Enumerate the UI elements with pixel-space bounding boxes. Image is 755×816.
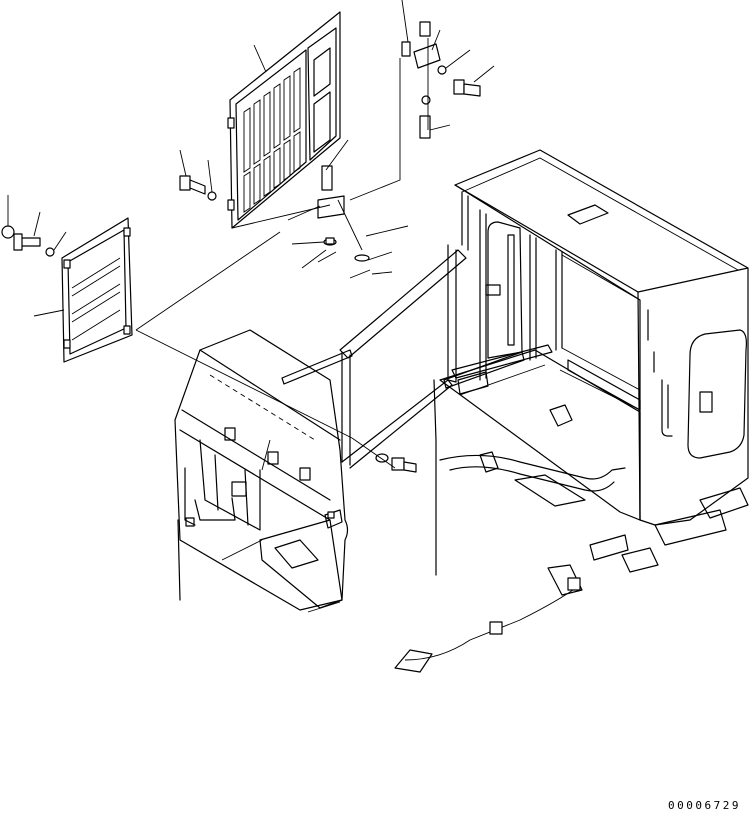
roof-hatch — [567, 204, 609, 225]
gauge-cutout — [224, 427, 236, 441]
harness-clamp — [489, 621, 503, 635]
spacer — [419, 21, 431, 37]
hardware-fasteners — [1, 21, 525, 473]
washer — [45, 247, 55, 257]
cab-frame-strut — [281, 244, 467, 576]
hinge-bracket — [401, 41, 411, 57]
bolt — [419, 115, 431, 139]
pedal-block — [549, 404, 573, 427]
pin — [321, 165, 333, 191]
door-handle — [485, 284, 501, 296]
bolt-head — [391, 457, 405, 471]
sticker-label — [699, 391, 713, 413]
cab-door — [487, 221, 523, 359]
handrail — [661, 379, 673, 437]
bolt-head — [179, 175, 191, 191]
side-window — [687, 329, 747, 459]
nut — [1, 225, 15, 239]
floor-rail — [451, 344, 553, 379]
washer — [207, 191, 217, 201]
assembly-lines — [135, 38, 429, 469]
washer — [437, 65, 447, 75]
cab-step — [589, 534, 629, 561]
front-hood — [174, 329, 349, 611]
reference-leaders — [7, 0, 495, 613]
upper-louver-panel — [227, 11, 341, 229]
washer — [354, 254, 370, 262]
harness-connector — [394, 649, 433, 673]
lower-louver-panel — [61, 217, 133, 363]
washer — [375, 453, 389, 463]
drawing-number: 00006729 — [668, 799, 741, 812]
bolt-head — [453, 79, 465, 95]
hinge-plate — [317, 195, 345, 219]
cab-assembly — [394, 149, 749, 673]
